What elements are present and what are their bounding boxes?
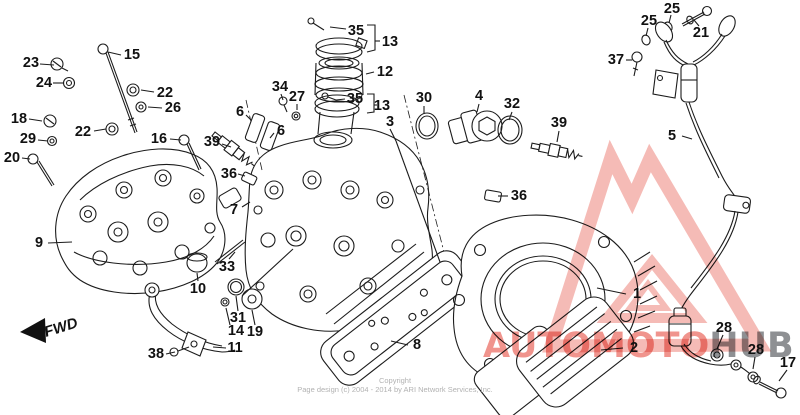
leader-lines	[21, 14, 788, 382]
spark-plug-left	[211, 131, 255, 167]
left-cylinder-head	[55, 148, 226, 295]
spark-plug-right	[530, 142, 583, 161]
watermark-brand-right: HUB	[709, 326, 794, 366]
watermark-brand-left: AUTOMOTO	[483, 326, 710, 366]
fasteners-and-studs	[27, 43, 502, 209]
copyright-notice: Copyright Page design (c) 2004 - 2014 by…	[245, 376, 545, 394]
oil-pipe-assembly	[144, 239, 263, 357]
sensor-wire	[668, 307, 787, 399]
watermark-brand-text: AUTOMOTOHUB	[483, 329, 794, 364]
copyright-line2: Page design (c) 2004 - 2014 by ARI Netwo…	[297, 385, 493, 394]
copyright-line1: Copyright	[378, 376, 412, 385]
intake-funnel-and-clamps	[307, 17, 368, 135]
